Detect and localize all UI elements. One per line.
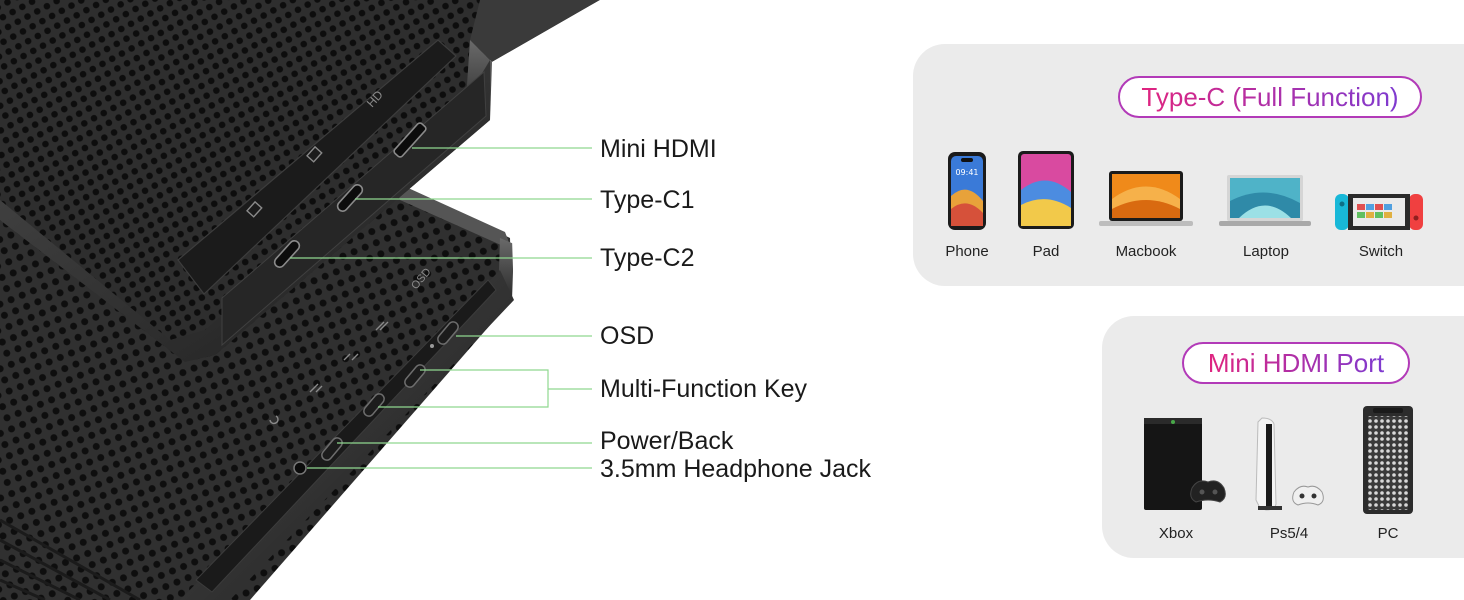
typec-compatibility-panel: Type-C (Full Function) 09:41 Phone Pad	[913, 44, 1464, 286]
upper-monitor: HD	[0, 0, 600, 362]
leader-lines	[290, 147, 592, 469]
laptop-icon	[1219, 175, 1311, 226]
label-headphone-jack: 3.5mm Headphone Jack	[600, 455, 871, 483]
device-label-switch: Switch	[1358, 243, 1404, 260]
leader-multi-function	[378, 369, 549, 408]
xbox-icon	[1144, 418, 1226, 510]
label-osd: OSD	[600, 322, 655, 350]
label-multi-function-key: Multi-Function Key	[600, 375, 808, 403]
playstation-icon	[1255, 417, 1324, 511]
label-type-c1: Type-C1	[600, 186, 695, 214]
hdmi-panel-title: Mini HDMI Port	[1182, 342, 1410, 384]
device-label-macbook: Macbook	[1115, 243, 1177, 260]
device-label-phone: Phone	[945, 243, 989, 260]
macbook-icon	[1099, 171, 1193, 226]
hdmi-compatibility-panel: Mini HDMI Port Xbox Ps5/4	[1102, 316, 1464, 558]
svg-text:09:41: 09:41	[955, 168, 978, 177]
device-label-xbox: Xbox	[1158, 525, 1194, 542]
device-label-ps: Ps5/4	[1269, 525, 1309, 542]
label-power-back: Power/Back	[600, 427, 734, 455]
device-label-laptop: Laptop	[1243, 243, 1289, 260]
typec-panel-title: Type-C (Full Function)	[1118, 76, 1422, 118]
switch-icon	[1335, 194, 1423, 230]
phone-icon: 09:41	[948, 152, 986, 230]
tablet-icon	[1018, 151, 1074, 229]
desktop-pc-icon	[1363, 406, 1413, 514]
device-label-pc: PC	[1377, 525, 1399, 542]
portable-monitor-side-view: OSD	[0, 0, 600, 600]
device-label-pad: Pad	[1032, 243, 1060, 260]
label-type-c2: Type-C2	[600, 244, 695, 272]
label-mini-hdmi: Mini HDMI	[600, 135, 717, 163]
